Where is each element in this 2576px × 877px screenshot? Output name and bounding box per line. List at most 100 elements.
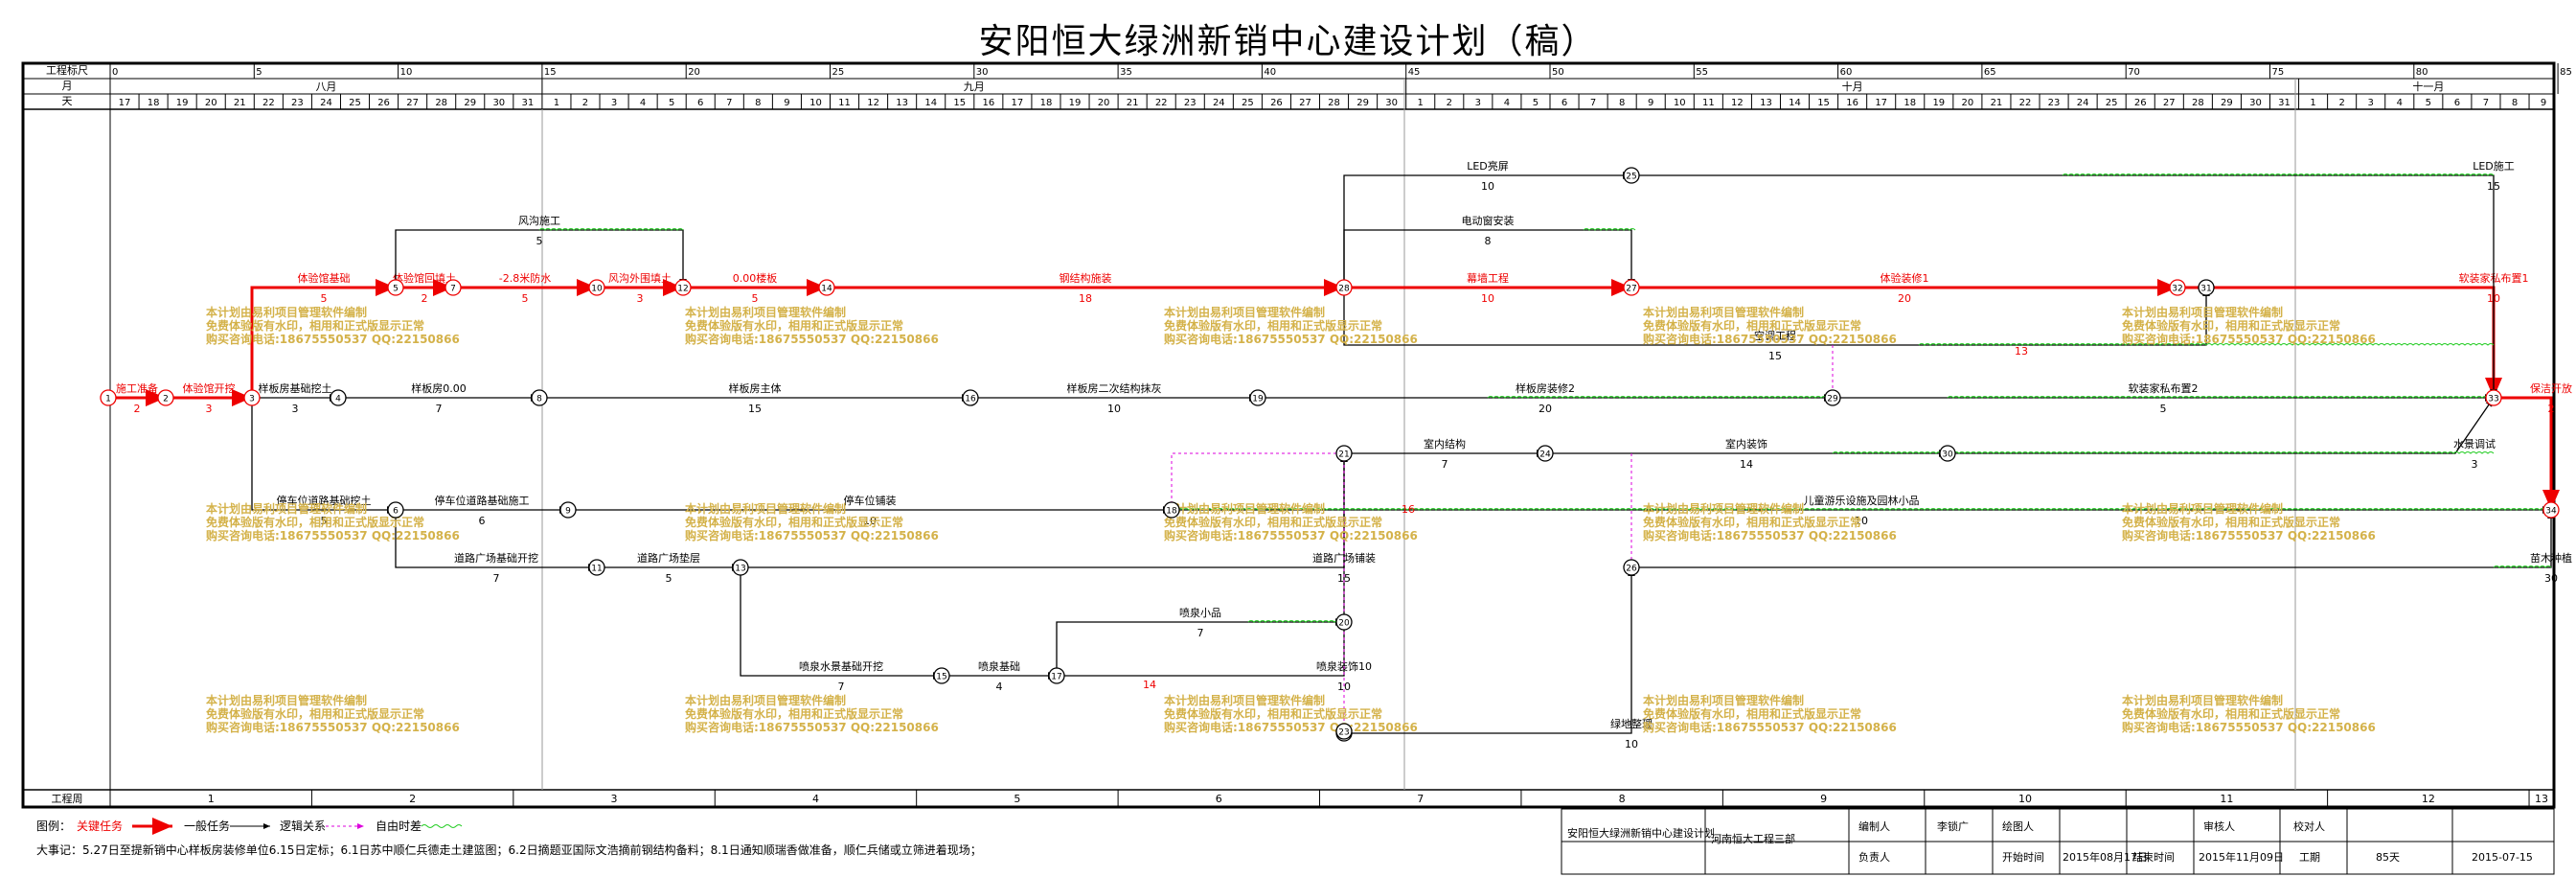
- day-label: 24: [1213, 98, 1225, 108]
- task-arrow: [2494, 396, 2560, 510]
- node-number: 34: [2545, 507, 2557, 517]
- node-number: 23: [1338, 728, 1349, 738]
- watermark-text: 购买咨询电话:18675550537 QQ:22150866: [2122, 332, 2376, 346]
- watermark-text: 本计划由易利项目管理软件编制: [2122, 305, 2283, 319]
- day-label: 25: [2106, 98, 2118, 108]
- task-arrow: [740, 567, 942, 680]
- info-cell: 审核人: [2203, 819, 2235, 833]
- watermark-text: 免费体验版有水印，相用和正式版显示正常: [2122, 515, 2340, 529]
- task-duration: 10: [1481, 180, 1494, 193]
- node-number: 3: [249, 395, 255, 404]
- watermark-text: 免费体验版有水印，相用和正式版显示正常: [1643, 515, 1861, 529]
- node-circle: [1824, 389, 1841, 406]
- day-label: 22: [1155, 98, 1168, 108]
- day-label: 9: [2541, 98, 2546, 108]
- task-label: 室内装饰: [1725, 437, 1767, 450]
- node-number: 13: [735, 565, 745, 574]
- node-number: 27: [1626, 285, 1636, 294]
- week-label: 8: [1619, 793, 1626, 805]
- task-duration: 7: [436, 403, 443, 415]
- watermark-text: 本计划由易利项目管理软件编制: [1643, 501, 1804, 516]
- ruler-label: 80: [2416, 67, 2428, 78]
- day-label: 19: [176, 98, 189, 108]
- node-circle: [1623, 167, 1640, 184]
- day-label: 20: [205, 98, 217, 108]
- page-title: 安阳恒大绿洲新销中心建设计划（稿）: [978, 22, 1598, 61]
- task-arrow: [1344, 567, 1635, 734]
- task-duration: 10: [1855, 515, 1868, 527]
- legend-normal-label: 一般任务: [184, 819, 230, 833]
- day-label: 5: [2426, 98, 2431, 108]
- watermark-text: 本计划由易利项目管理软件编制: [206, 501, 367, 516]
- task-duration: 5: [522, 292, 529, 305]
- info-cell: 工期: [2299, 851, 2320, 864]
- float-label: 16: [1402, 503, 1415, 516]
- watermark-text: 本计划由易利项目管理软件编制: [1164, 693, 1325, 707]
- day-label: 28: [1328, 98, 1340, 108]
- task-duration: 3: [292, 403, 299, 415]
- node-circle: [1335, 279, 1353, 296]
- node-number: 6: [393, 507, 399, 517]
- day-label: 18: [1904, 98, 1916, 108]
- day-label: 22: [2019, 98, 2032, 108]
- day-label: 2: [582, 98, 588, 108]
- ruler-label: 45: [1408, 67, 1421, 78]
- watermark-text: 购买咨询电话:18675550537 QQ:22150866: [685, 332, 939, 346]
- float-wave: [1247, 620, 1347, 623]
- node-circle: [387, 279, 404, 296]
- day-label: 7: [726, 98, 732, 108]
- month-label: 九月: [964, 81, 985, 93]
- watermark-text: 购买咨询电话:18675550537 QQ:22150866: [1643, 332, 1897, 346]
- node-number: 25: [1626, 173, 1636, 182]
- legend-float-label: 自由时差: [376, 819, 422, 833]
- task-label: 空调工程: [1754, 329, 1796, 342]
- task-label: 喷泉小品: [1179, 606, 1221, 619]
- watermark-text: 免费体验版有水印，相用和正式版显示正常: [206, 318, 424, 333]
- node-number: 28: [1338, 285, 1350, 294]
- day-label: 30: [1385, 98, 1398, 108]
- task-duration: 20: [1539, 403, 1552, 415]
- ruler-label: 30: [976, 67, 989, 78]
- watermark-text: 免费体验版有水印，相用和正式版显示正常: [2122, 318, 2340, 333]
- node-circle: [1163, 501, 1180, 519]
- week-label: 2: [409, 793, 416, 805]
- day-label: 27: [406, 98, 419, 108]
- task-duration: 7: [1442, 458, 1448, 471]
- watermark-text: 本计划由易利项目管理软件编制: [685, 501, 846, 516]
- node-number: 10: [591, 285, 603, 294]
- day-label: 1: [1418, 98, 1424, 108]
- day-label: 1: [554, 98, 559, 108]
- task-label: 样板房基础挖土: [259, 381, 332, 395]
- day-label: 2: [1447, 98, 1452, 108]
- day-label: 29: [464, 98, 476, 108]
- info-cell: 85天: [2376, 851, 2400, 864]
- week-label: 10: [2018, 793, 2032, 805]
- node-circle: [1623, 279, 1640, 296]
- header-label: 工程标尺: [46, 63, 88, 77]
- legend-title: 图例：: [36, 819, 71, 833]
- day-label: 15: [953, 98, 966, 108]
- task-duration: 6: [479, 515, 486, 527]
- node-number: 9: [565, 507, 571, 517]
- day-label: 16: [982, 98, 994, 108]
- task-label: -2.8米防水: [499, 271, 551, 285]
- header-label: 月: [62, 80, 73, 92]
- task-label: 样板房二次结构抹灰: [1067, 381, 1162, 395]
- day-label: 24: [2077, 98, 2089, 108]
- ruler-label: 35: [1120, 67, 1132, 78]
- task-label: 停车位道路基础挖土: [277, 494, 372, 507]
- node-number: 18: [1166, 507, 1177, 517]
- task-label: 软装家私布置2: [2129, 381, 2199, 395]
- task-label: 0.00楼板: [733, 271, 778, 285]
- task-duration: 3: [2472, 458, 2478, 471]
- watermark-text: 免费体验版有水印，相用和正式版显示正常: [2122, 706, 2340, 721]
- task-duration: 20: [1898, 292, 1911, 305]
- month-label: 十月: [1842, 80, 1863, 93]
- watermark-text: 购买咨询电话:18675550537 QQ:22150866: [206, 528, 460, 542]
- ruler-label: 20: [688, 67, 700, 78]
- day-label: 29: [2221, 98, 2233, 108]
- day-label: 20: [1962, 98, 1974, 108]
- task-label: 幕墙工程: [1467, 271, 1509, 285]
- float-wave: [1918, 343, 2207, 346]
